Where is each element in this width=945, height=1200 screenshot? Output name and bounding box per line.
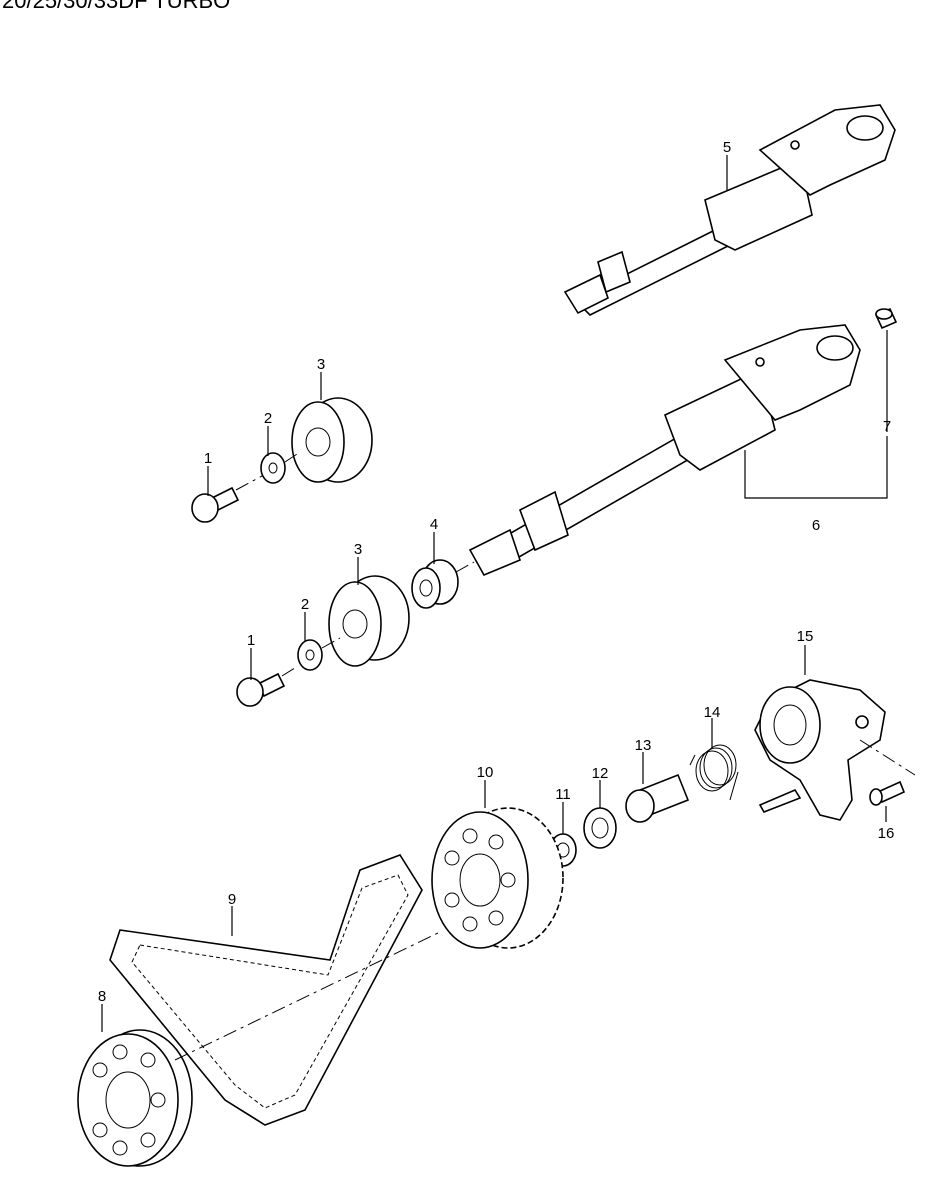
part-6-shaft (468, 324, 861, 577)
part-15-tensioner-bracket (754, 679, 886, 821)
callout-5: 5 (723, 139, 731, 156)
axis-line-16 (859, 739, 916, 776)
part-10-gear (431, 807, 564, 949)
part-12-washer (583, 807, 617, 849)
callout-9: 9 (228, 891, 236, 908)
part-1-bolt-upper (191, 486, 240, 523)
callout-8: 8 (98, 988, 106, 1005)
part-3-gear-lower (328, 575, 410, 667)
callout-14: 14 (704, 704, 721, 721)
part-4-bushing (411, 559, 459, 609)
callout-2-upper: 2 (264, 410, 272, 427)
part-13-sleeve (625, 773, 690, 823)
callout-3-upper: 3 (317, 356, 325, 373)
axis-line-upper-2 (284, 451, 301, 463)
part-2-washer-upper (260, 452, 286, 484)
callout-15: 15 (797, 628, 814, 645)
callout-12: 12 (592, 765, 609, 782)
axis-line-lower-1 (281, 665, 299, 677)
part-8-pulley (77, 1029, 193, 1167)
callout-16: 16 (878, 825, 895, 842)
callout-6: 6 (812, 517, 820, 534)
part-14-spring (689, 744, 739, 801)
axis-line-upper-1 (235, 475, 263, 491)
part-1-bolt-lower (236, 672, 286, 707)
axis-line-lower-2 (321, 637, 341, 649)
part-16-bolt (869, 780, 906, 806)
part-7-set-screw (874, 307, 898, 330)
part-9-timing-belt (109, 854, 423, 1126)
axis-line-8-10 (174, 931, 441, 1061)
callout-11: 11 (555, 786, 571, 803)
leader-lines (101, 155, 888, 1032)
bracket-6-7 (744, 436, 888, 499)
callout-4: 4 (430, 516, 438, 533)
callout-1-upper: 1 (204, 450, 212, 467)
page-title: 20/25/30/33DF TURBO (2, 0, 231, 13)
callout-7: 7 (883, 418, 891, 435)
axis-line-lower-3 (455, 561, 475, 573)
part-2-washer-lower (297, 639, 323, 671)
callout-labels: 5 3 2 1 7 6 3 4 2 1 15 14 13 12 11 10 9 … (98, 139, 895, 1005)
callout-13: 13 (635, 737, 652, 754)
part-3-gear-upper (291, 397, 373, 483)
callout-1-lower: 1 (247, 632, 255, 649)
callout-2-lower: 2 (301, 596, 309, 613)
callout-3-lower: 3 (354, 541, 362, 558)
callout-10: 10 (477, 764, 494, 781)
part-5-shaft (563, 104, 896, 316)
